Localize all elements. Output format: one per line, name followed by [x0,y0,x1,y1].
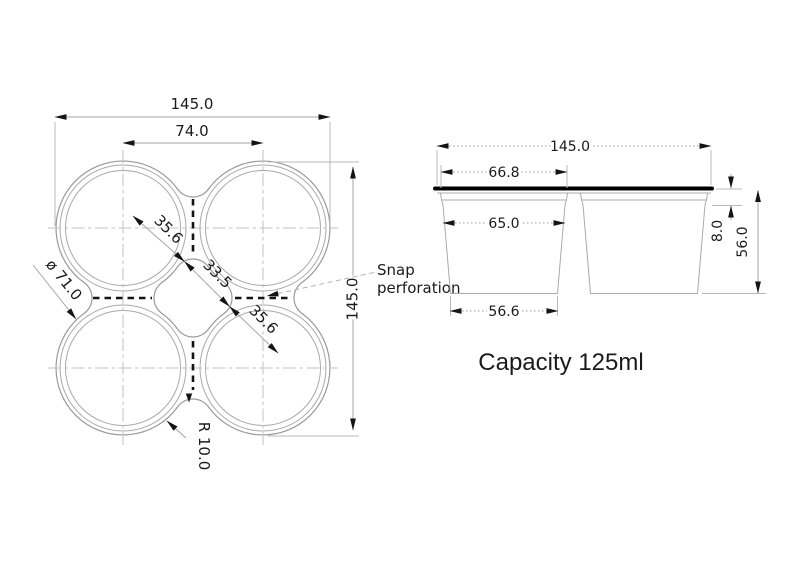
dim-label-base-width: 56.6 [488,304,519,320]
dim-cup-height: 56.0 [702,190,766,294]
dim-base-width: 56.6 [449,296,559,323]
dim-opening-width: 65.0 [442,213,566,235]
dim-label-radius-a: 35.6 [150,211,186,247]
cup-profile-right [580,192,708,294]
dim-label-fillet-radius: R 10.0 [195,422,213,471]
dim-label-cup-diameter: ø 71.0 [42,256,86,304]
dim-label-diagonal-gap: 33.5 [199,256,235,292]
dim-rim-height: 8.0 [710,174,742,242]
side-view: 145.0 66.8 65.0 56.6 8.0 [433,136,766,376]
tray-outline [55,160,331,436]
top-view: 145.0 74.0 145.0 35.6 33.5 35.6 ø 71.0 [32,95,460,471]
dim-label-overall-width: 145.0 [171,95,214,113]
dim-label-opening-width: 65.0 [488,216,519,232]
cup-profile-left [440,192,568,294]
snap-perforation-callout: Snap perforation [266,261,460,297]
snap-perforation-label-line1: Snap [377,261,415,279]
dim-top-overall-height: 145.0 [268,161,364,437]
dim-cup-pitch: 74.0 [122,122,264,146]
dim-cup-diameter: ø 71.0 [32,256,86,320]
dim-top-overall-width: 145.0 [54,95,331,226]
capacity-label: Capacity 125ml [478,349,643,376]
dim-side-overall-width: 145.0 [436,136,712,185]
dim-label-pitch: 74.0 [175,122,208,140]
dim-rim-width: 66.8 [440,162,568,188]
perforation-end-arrow [185,393,193,403]
dim-label-rim-height: 8.0 [710,220,726,242]
dim-fillet-radius: R 10.0 [166,420,213,471]
dim-label-side-overall-width: 145.0 [550,139,590,155]
snap-perforation-lines [93,199,292,390]
dim-label-cup-height: 56.0 [735,226,751,257]
dim-label-rim-width: 66.8 [488,165,519,181]
snap-perforation-label-line2: perforation [377,279,460,297]
dim-label-overall-height: 145.0 [343,278,361,321]
